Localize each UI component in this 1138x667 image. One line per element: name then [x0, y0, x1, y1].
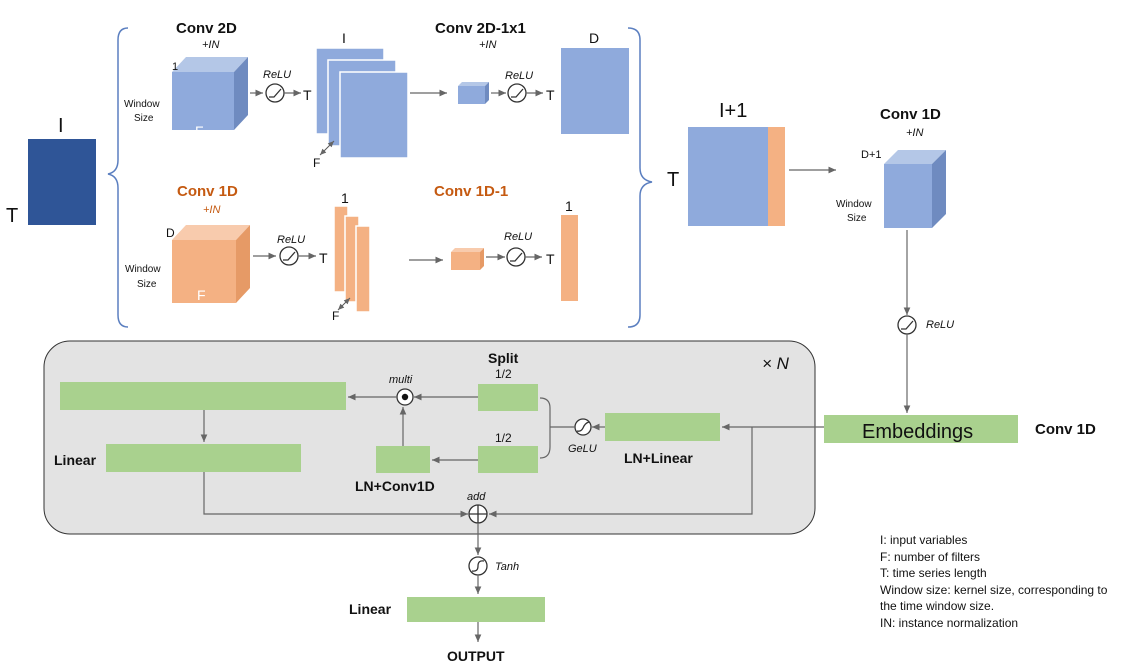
- legend-item: F: number of filters: [880, 549, 981, 564]
- block-linear-label: Linear: [54, 452, 97, 468]
- relu-icon: [507, 83, 527, 103]
- legend-item: I: input variables: [880, 533, 968, 547]
- multi-label: multi: [389, 374, 413, 386]
- repeat-label: × N: [762, 354, 790, 373]
- ln-conv1d-label: LN+Conv1D: [355, 478, 435, 494]
- half-bottom-label: 1/2: [495, 431, 512, 445]
- concat-label-t-left: T: [667, 169, 679, 191]
- concat-blue: [688, 127, 768, 226]
- input-matrix: [28, 139, 96, 225]
- conv1d-1-kernel-cube: [451, 248, 484, 270]
- conv1x1-title: Conv 2D-1x1: [435, 20, 526, 37]
- add-icon: [468, 504, 488, 524]
- conv1d-norm: +IN: [203, 204, 220, 216]
- conv2d-window-size-1: Window: [124, 99, 160, 110]
- conv1d-filters: F: [197, 287, 206, 303]
- conv1d-head-cube: [884, 150, 946, 228]
- conv2d-title: Conv 2D: [176, 20, 237, 37]
- conv1d-window-size-1: Window: [125, 264, 161, 275]
- stack-f-arrow-1d: [337, 297, 351, 311]
- conv1d-head-window-2: Size: [847, 213, 867, 224]
- relu-label-head: ReLU: [926, 319, 954, 331]
- input-label-i: I: [58, 115, 64, 137]
- conv1d-head-depth: D+1: [861, 149, 882, 161]
- stack-f-2d: F: [313, 156, 320, 170]
- conv1d-title: Conv 1D: [177, 183, 238, 200]
- conv1d-kernel-cube: [172, 225, 250, 303]
- relu-icon: [506, 247, 526, 267]
- legend-item: Window size: kernel size, corresponding …: [880, 582, 1108, 597]
- conv1d-head-norm: +IN: [906, 127, 923, 139]
- ln-conv1d-box: [376, 446, 430, 473]
- residual-line: [489, 427, 753, 518]
- linear-to-add-line: [203, 472, 468, 518]
- legend-item: the time window size.: [880, 599, 995, 613]
- add-label: add: [467, 491, 486, 503]
- conv1d-kernel-depth: D: [166, 226, 175, 240]
- embeddings-conv1d: Conv 1D: [1035, 421, 1096, 438]
- split-top-box: [478, 384, 538, 411]
- conv2d-window-size-2: Size: [134, 113, 154, 124]
- legend-item: T: time series length: [880, 566, 987, 580]
- conv2d-kernel-cube: [172, 57, 248, 130]
- conv1d-head-window-1: Window: [836, 199, 872, 210]
- stack-label-1d: 1: [341, 190, 349, 206]
- relu-label-2d: ReLU: [263, 69, 291, 81]
- tanh-label: Tanh: [495, 561, 519, 573]
- ln-linear-label: LN+Linear: [624, 450, 693, 466]
- conv2d-kernel-depth: 1: [172, 61, 178, 73]
- relu-label-1d: ReLU: [277, 234, 305, 246]
- gelu-label: GeLU: [568, 443, 597, 455]
- relu-icon: [265, 83, 285, 103]
- conv1d-head-title: Conv 1D: [880, 106, 941, 123]
- stack-f-arrow-2d: [319, 140, 335, 156]
- input-label-t: T: [6, 205, 18, 227]
- split-bracket: [539, 397, 551, 459]
- tanh-icon: [468, 556, 488, 576]
- relu-label-1d-1: ReLU: [504, 231, 532, 243]
- branch-2d-output-label: D: [589, 30, 599, 46]
- branch-1d-output: [561, 215, 578, 301]
- left-brace: [107, 27, 129, 328]
- output-linear-box: [407, 597, 545, 622]
- conv1x1-norm: +IN: [479, 39, 496, 51]
- conv1x1-kernel-cube: [458, 82, 489, 104]
- embeddings-box: [824, 415, 1018, 443]
- gelu-icon: [574, 418, 592, 436]
- out-t-1x1: T: [546, 87, 555, 103]
- conv2d-filters: F: [195, 123, 204, 139]
- relu-label-1x1: ReLU: [505, 70, 533, 82]
- embeddings-label: Embeddings: [862, 421, 973, 443]
- out-t-1d: T: [319, 250, 328, 266]
- split-label: Split: [488, 350, 519, 366]
- branch-1d-output-label: 1: [565, 198, 573, 214]
- block-linear-box: [106, 444, 301, 472]
- stack-label-2d: I: [342, 30, 346, 46]
- concat-label-top: I+1: [719, 100, 747, 122]
- half-top-label: 1/2: [495, 367, 512, 381]
- right-brace: [627, 27, 653, 328]
- legend-item: IN: instance normalization: [880, 615, 1019, 630]
- out-t-2d: T: [303, 87, 312, 103]
- conv1d-1-title: Conv 1D-1: [434, 183, 508, 200]
- multiply-icon: [396, 388, 414, 406]
- gated-output-bar: [60, 382, 346, 410]
- stack-f-1d: F: [332, 309, 339, 323]
- feature-map-stack-2d: [315, 47, 409, 159]
- concat-orange: [768, 127, 785, 226]
- legend: I: input variables F: number of filters …: [880, 532, 1107, 631]
- ln-linear-box: [605, 413, 720, 441]
- conv2d-norm: +IN: [202, 39, 219, 51]
- output-label: OUTPUT: [447, 648, 505, 664]
- relu-icon: [279, 246, 299, 266]
- feature-map-stack-1d: [333, 205, 371, 313]
- output-linear-label: Linear: [349, 601, 392, 617]
- conv1d-window-size-2: Size: [137, 279, 157, 290]
- out-t-1d-1: T: [546, 251, 555, 267]
- branch-2d-output: [561, 48, 629, 134]
- relu-icon: [897, 315, 917, 335]
- split-bottom-box: [478, 446, 538, 473]
